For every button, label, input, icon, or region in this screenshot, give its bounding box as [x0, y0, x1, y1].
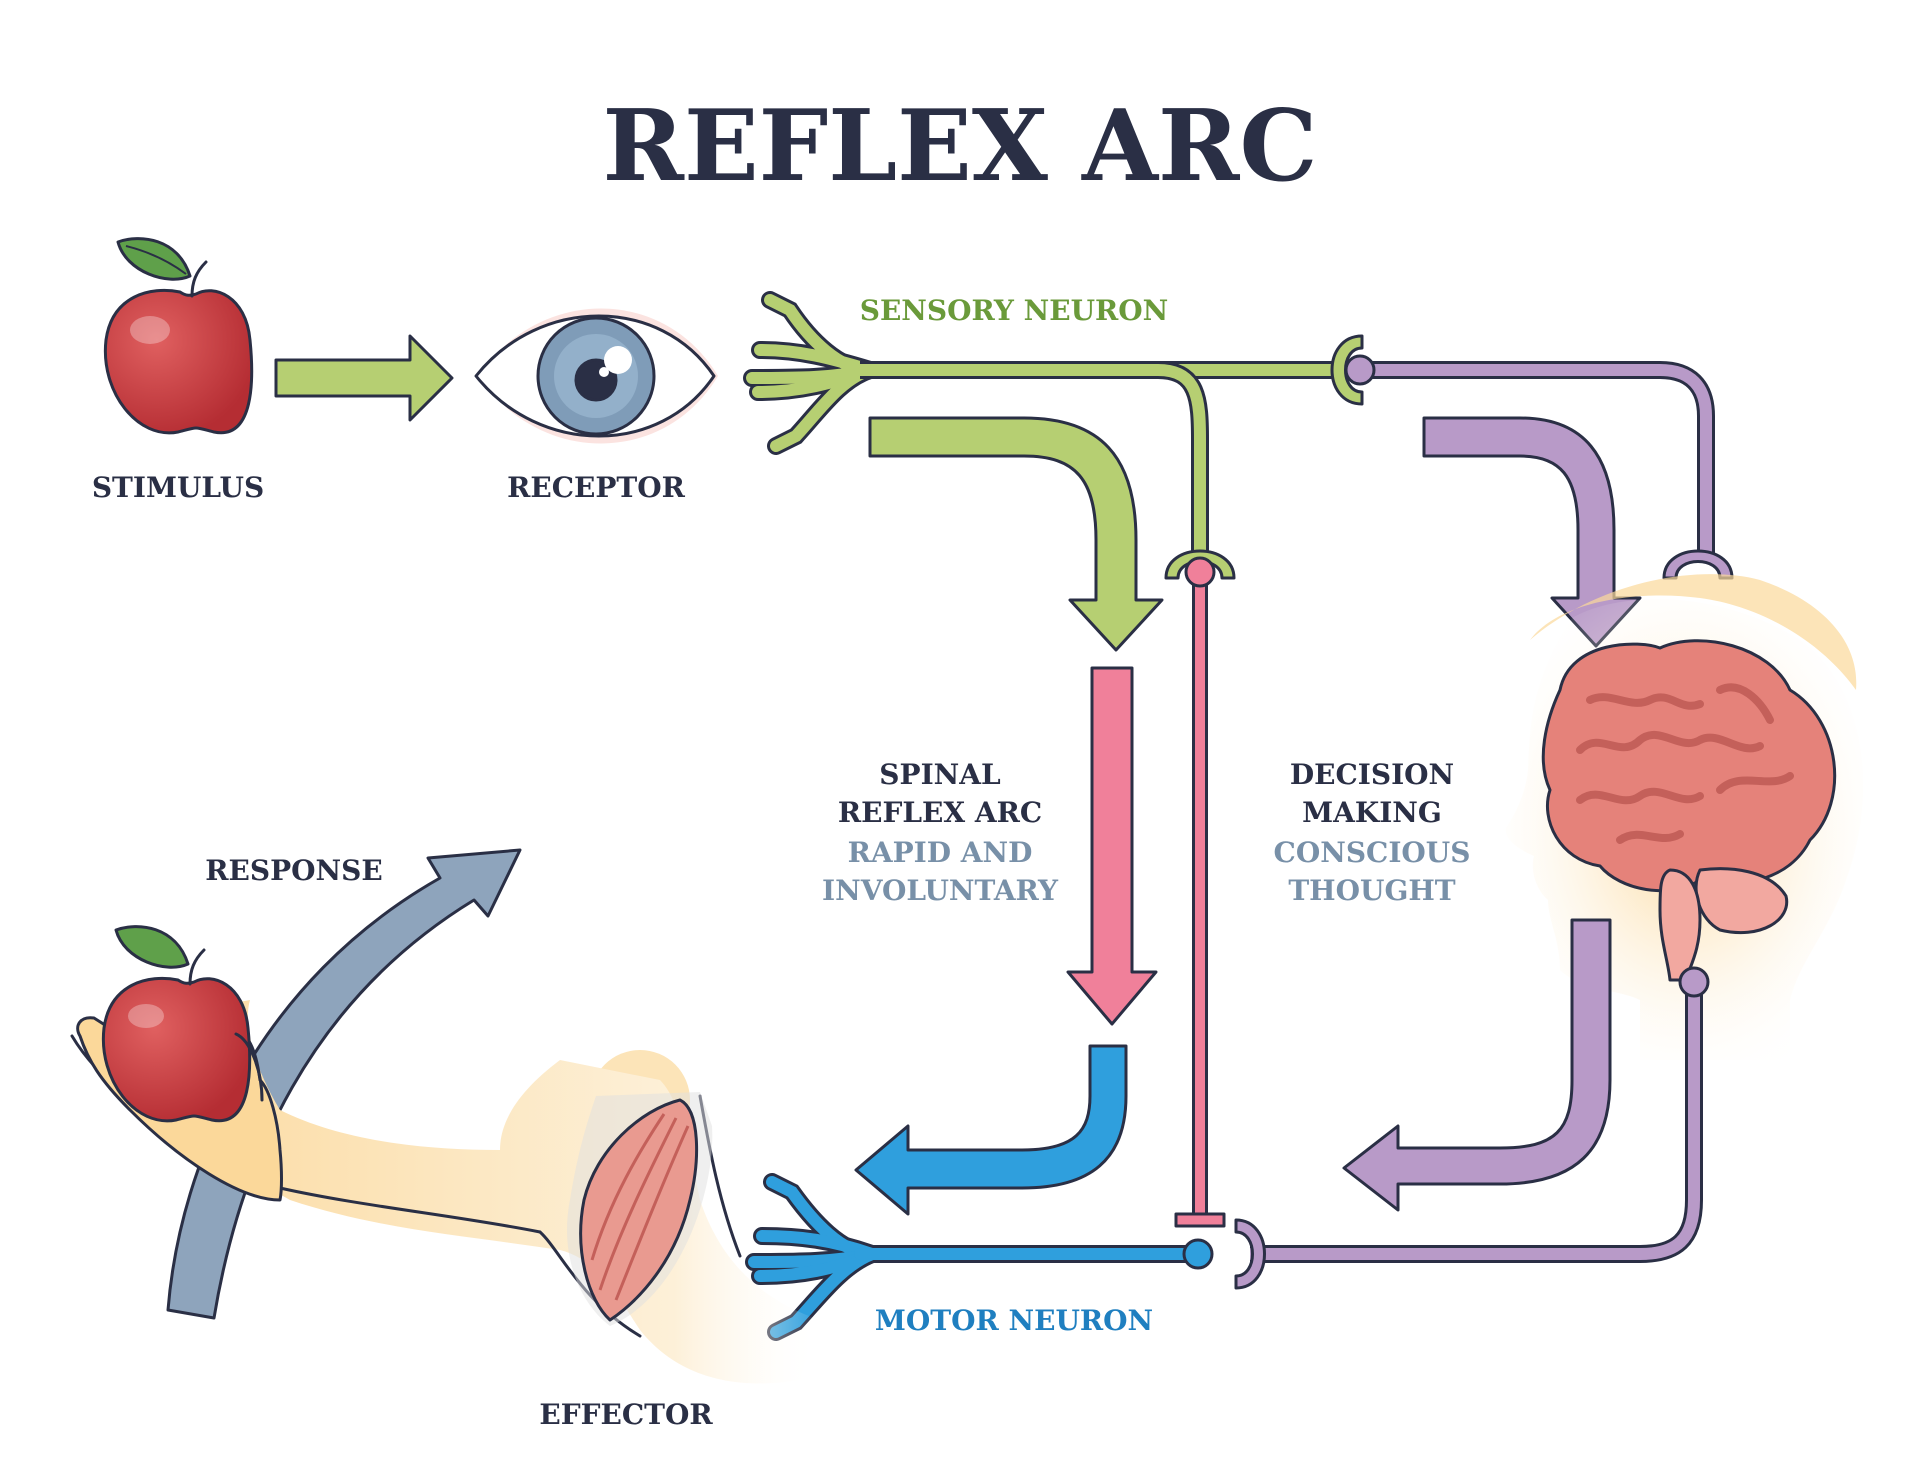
arm-muscle-icon — [70, 1000, 820, 1384]
motor-neuron — [745, 1173, 1214, 1341]
effector-label: EFFECTOR — [539, 1398, 713, 1431]
held-apple-icon — [101, 925, 264, 1123]
spinal-sub-line2: INVOLUNTARY — [822, 874, 1059, 907]
spinal-reflex-arrow — [1066, 666, 1158, 1026]
stimulus-arrow — [274, 334, 454, 422]
stimulus-label: STIMULUS — [92, 471, 264, 504]
sensory-neuron — [743, 291, 1364, 580]
receptor-label: RECEPTOR — [507, 471, 686, 504]
decision-label-line2: MAKING — [1302, 796, 1442, 829]
spinal-label-line1: SPINAL — [879, 758, 1001, 791]
response-label: RESPONSE — [205, 854, 382, 887]
page-title: REFLEX ARC — [603, 89, 1318, 204]
brain-pathway — [1344, 354, 1734, 580]
motor-neuron-label: MOTOR NEURON — [875, 1304, 1153, 1337]
sensory-to-spine-arrow — [868, 416, 1164, 652]
apple-icon — [103, 237, 254, 435]
spinal-label-line2: REFLEX ARC — [838, 796, 1042, 829]
to-brain-arrow — [1422, 416, 1642, 648]
brain-icon — [1541, 639, 1837, 982]
decision-making-label: DECISION MAKING CONSCIOUS THOUGHT — [1274, 758, 1471, 907]
decision-label-line1: DECISION — [1290, 758, 1454, 791]
spine-to-effector-arrow — [854, 1044, 1128, 1216]
eye-icon — [474, 308, 718, 444]
sensory-neuron-label: SENSORY NEURON — [860, 294, 1169, 327]
motor-pathway-from-brain — [1234, 966, 1710, 1290]
decision-sub-line2: THOUGHT — [1288, 874, 1455, 907]
interneuron — [1174, 556, 1226, 1228]
brain-to-effector-arrow — [1342, 918, 1612, 1212]
spinal-sub-line1: RAPID AND — [848, 836, 1033, 869]
decision-sub-line1: CONSCIOUS — [1274, 836, 1471, 869]
spinal-reflex-label: SPINAL REFLEX ARC RAPID AND INVOLUNTARY — [822, 758, 1059, 907]
